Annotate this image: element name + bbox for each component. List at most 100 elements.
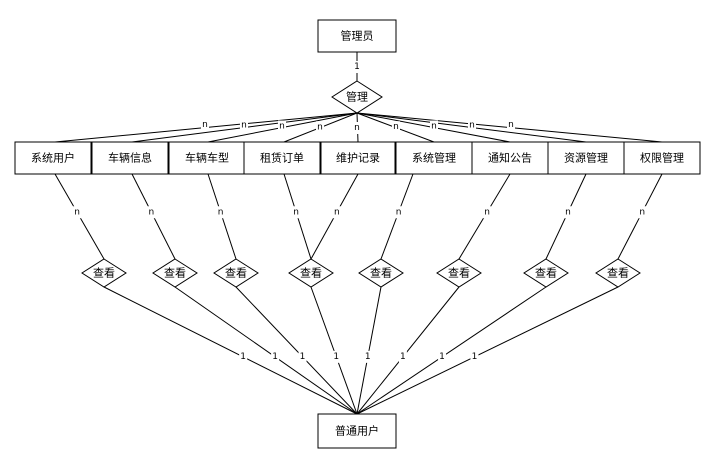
edge-view-user [310, 286, 358, 415]
cardinality-bg [292, 206, 301, 219]
cardinality-label: 1 [240, 352, 246, 362]
cardinality-label: n [218, 207, 224, 217]
cardinality-bg [438, 350, 447, 363]
entity-box [623, 141, 701, 175]
relation-view-label: 查看 [93, 266, 115, 280]
cardinality-bg [483, 206, 492, 219]
relation-view-label: 查看 [164, 266, 186, 280]
cardinality-label: n [484, 207, 490, 217]
cardinality-bg [507, 118, 515, 131]
edge-view-user [356, 286, 547, 415]
edge-view-user [356, 286, 460, 415]
cardinality-label: n [469, 121, 475, 131]
cardinality-label: 1 [439, 352, 445, 362]
entity-label: 租赁订单 [260, 151, 304, 165]
cardinality-bg [638, 206, 647, 219]
cardinality-label: n [354, 123, 360, 133]
cardinality-label: 1 [400, 352, 406, 362]
entity-label: 车辆信息 [108, 151, 152, 165]
relation-view-label: 查看 [370, 266, 392, 280]
entity-label: 通知公告 [488, 151, 532, 165]
entity-box [91, 141, 169, 175]
cardinality-label: n [393, 122, 399, 132]
entity-admin-box [317, 19, 397, 53]
entity-box [243, 141, 321, 175]
cardinality-label: n [317, 122, 323, 132]
relation-view-diamond [288, 258, 334, 288]
cardinality-bg [398, 350, 407, 363]
cardinality-bg [353, 122, 361, 134]
cardinality-label: 1 [354, 62, 360, 72]
cardinality-bg [316, 121, 324, 134]
cardinality-label: n [241, 121, 247, 131]
cardinality-bg [363, 350, 372, 363]
cardinality-bg [278, 120, 286, 133]
cardinality-label: 1 [472, 352, 478, 362]
cardinality-bg [240, 119, 248, 132]
entity-label: 车辆车型 [185, 151, 229, 165]
entity-label: 资源管理 [564, 151, 608, 165]
cardinality-bg [201, 118, 209, 131]
entity-label: 维护记录 [336, 151, 380, 165]
cardinality-label: n [334, 207, 340, 217]
edge-view-user [103, 286, 358, 415]
entity-box [547, 141, 625, 175]
relation-manage-label: 管理 [346, 90, 368, 104]
cardinality-label: n [431, 121, 437, 131]
relation-view-label: 查看 [300, 266, 322, 280]
cardinality-label: n [639, 207, 645, 217]
cardinality-bg [353, 61, 361, 73]
relation-view-diamond [358, 258, 404, 288]
cardinality-bg [147, 206, 156, 219]
cardinality-label: n [74, 207, 80, 217]
cardinality-bg [564, 206, 572, 219]
cardinality-bg [394, 206, 403, 219]
cardinality-label: n [293, 207, 299, 217]
cardinality-bg [332, 350, 341, 363]
entity-label: 系统用户 [31, 151, 75, 165]
relation-view-diamond [523, 258, 569, 288]
cardinality-label: 1 [272, 352, 278, 362]
entity-label: 系统管理 [412, 151, 456, 165]
cardinality-label: n [279, 122, 285, 132]
entity-user-label: 普通用户 [335, 424, 379, 438]
cardinality-label: n [396, 207, 402, 217]
entity-box [395, 141, 473, 175]
cardinality-label: 1 [365, 352, 371, 362]
entity-box [320, 141, 396, 175]
relation-view-label: 查看 [225, 266, 247, 280]
relation-view-label: 查看 [448, 266, 470, 280]
cardinality-bg [239, 350, 248, 363]
cardinality-label: n [508, 120, 514, 130]
cardinality-label: 1 [333, 352, 339, 362]
relation-view-diamond [81, 258, 127, 288]
entity-user-box [317, 413, 397, 449]
cardinality-bg [332, 206, 341, 219]
relation-view-diamond [436, 258, 482, 288]
cardinality-bg [298, 350, 307, 363]
cardinality-bg [470, 350, 479, 363]
relation-view-diamond [213, 258, 259, 288]
entity-label: 权限管理 [640, 151, 684, 165]
relation-view-diamond [595, 258, 641, 288]
entity-box [471, 141, 549, 175]
cardinality-bg [73, 206, 82, 219]
relation-manage-diamond [331, 80, 383, 114]
cardinality-bg [216, 206, 225, 219]
cardinality-bg [430, 120, 438, 133]
cardinality-bg [468, 119, 476, 132]
cardinality-bg [271, 350, 280, 363]
entity-box [14, 141, 92, 175]
edge-view-user [356, 286, 619, 415]
relation-view-label: 查看 [607, 266, 629, 280]
relation-view-diamond [152, 258, 198, 288]
diagram-nodes: 管理员管理系统用户车辆信息车辆车型租赁订单维护记录系统管理通知公告资源管理权限管… [14, 19, 701, 449]
relation-view-label: 查看 [535, 266, 557, 280]
cardinality-label: 1 [300, 352, 306, 362]
edge-view-user [356, 286, 382, 415]
edge-view-user [235, 286, 358, 415]
cardinality-label: n [148, 207, 154, 217]
cardinality-label: n [202, 120, 208, 130]
